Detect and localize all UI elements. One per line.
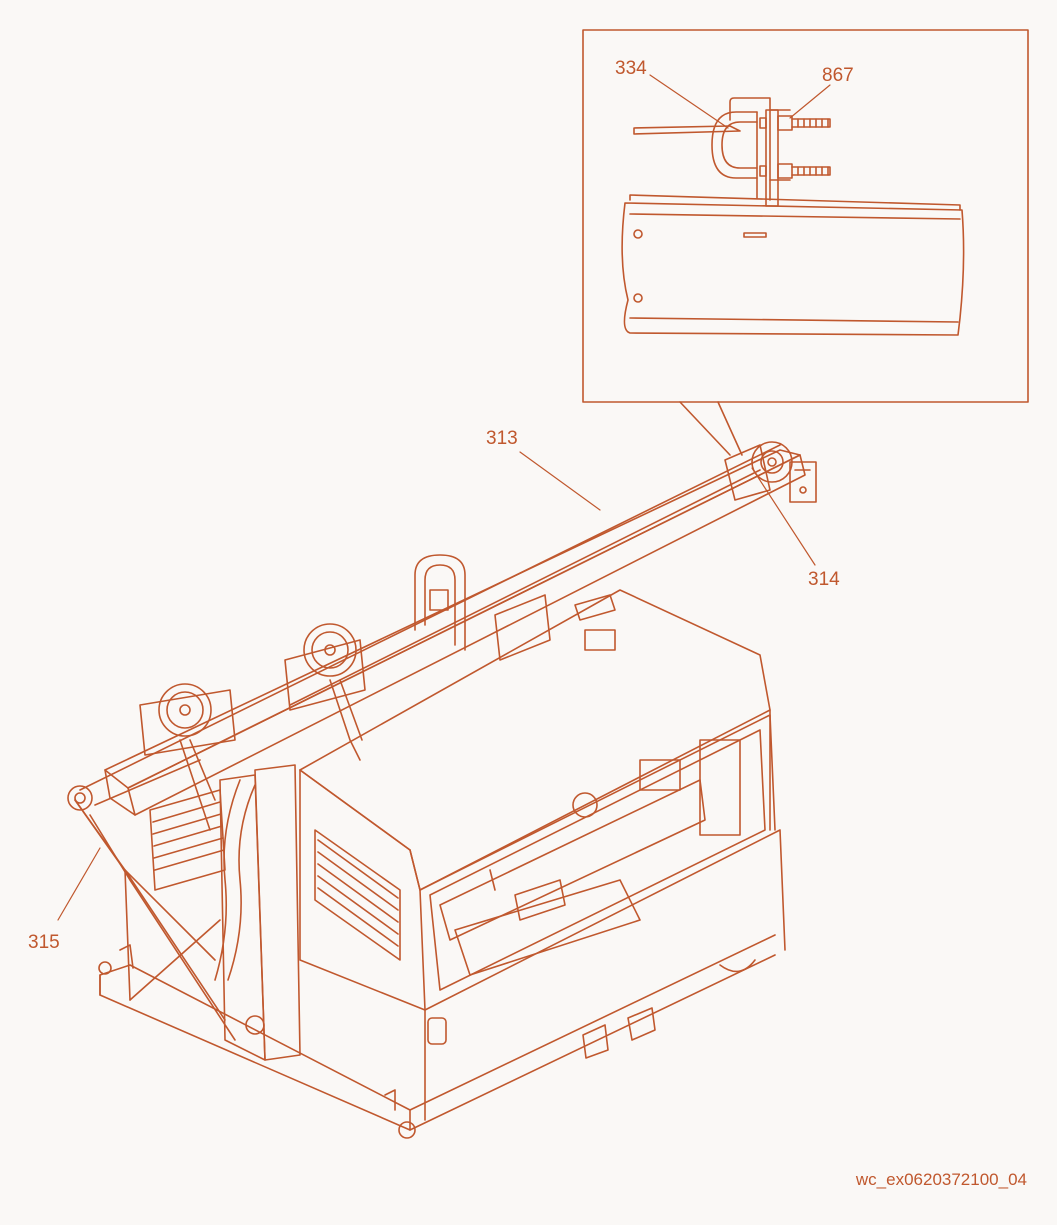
pulley-front [67,785,93,811]
detail-inset [582,29,1029,456]
figure-id: wc_ex0620372100_04 [855,1170,1027,1189]
callout-314: 314 [808,569,840,590]
pulley-left [139,683,236,831]
lift-handle [414,554,551,661]
callout-315: 315 [28,932,60,953]
callout-867: 867 [822,65,854,86]
leader-867 [789,84,831,119]
open-engine-bay [429,729,766,991]
cable-315 [74,799,129,876]
mast-313 [79,444,806,816]
leader-314 [751,467,816,566]
leader-313 [519,451,601,511]
base-skid [98,829,786,1139]
engine-enclosure [149,589,776,1011]
leader-lines [57,74,831,921]
side-vent-grille [314,829,401,961]
u-bolt-867 [711,97,831,207]
light-tower-assembly [67,441,817,1139]
threaded-stud-lower [759,165,831,177]
rear-vent-grille [149,789,226,891]
leader-315 [57,847,101,921]
threaded-stud-upper [759,117,831,129]
inset-leader-right [717,401,743,456]
inset-mast-section [621,194,965,336]
callout-313: 313 [486,428,518,449]
mast-head-314 [724,441,817,503]
leader-334 [649,74,729,129]
inset-leader-left [679,401,731,456]
callout-334: 334 [615,58,647,79]
inset-frame [582,29,1029,403]
cable-334 [633,125,741,135]
support-frame [74,764,301,1061]
pulley-center [284,623,366,761]
